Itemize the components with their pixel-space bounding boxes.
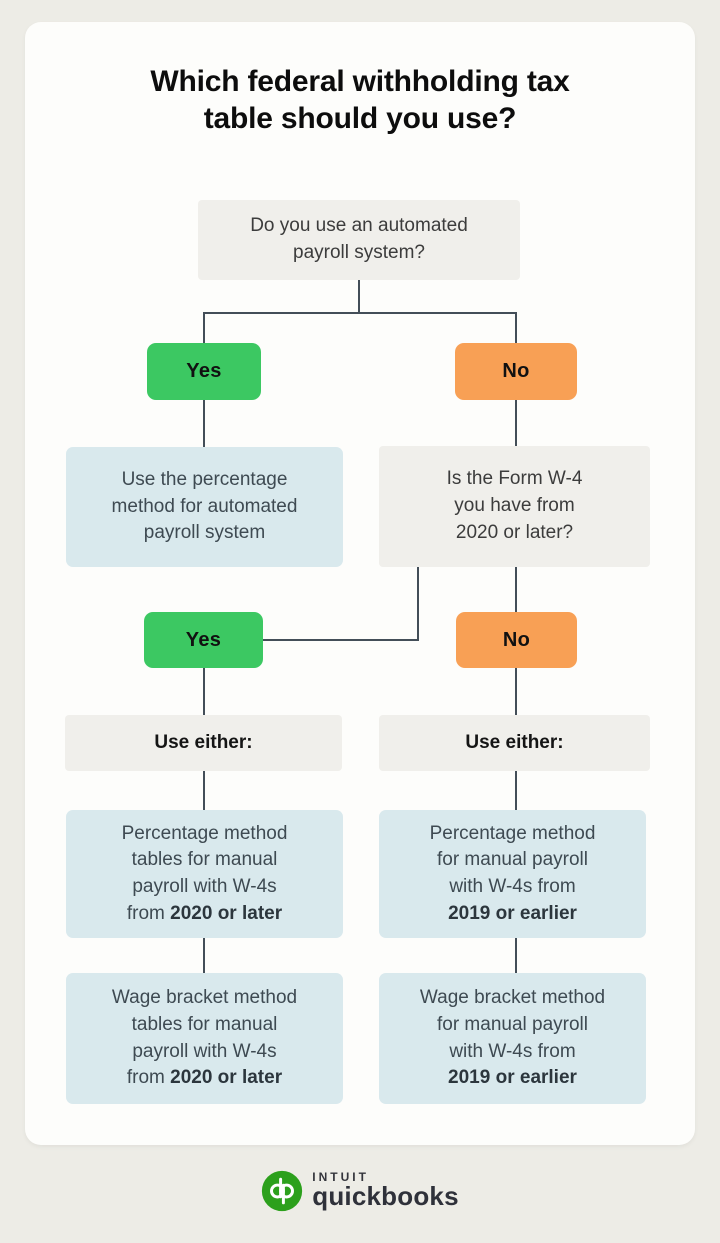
connector-line [515,770,517,810]
result-text: Wage bracket method for manual payroll w… [420,985,605,1091]
text-line: Use the percentage [121,469,288,491]
text-line-bold: 2020 or later [170,1067,283,1089]
result-text: Percentage method tables for manual payr… [122,821,288,927]
result-box-percentage-manual-2020: Percentage method tables for manual payr… [66,810,343,938]
text-line: you have from [454,495,575,517]
text-line: payroll system? [293,242,425,263]
connector-line [203,938,205,973]
connector-line [203,770,205,810]
connector-line [417,567,419,641]
text-line: Wage bracket method [111,987,298,1009]
question-text: Do you use an automated payroll system? [250,213,468,267]
text-line: Percentage method [429,822,596,844]
result-text: Wage bracket method tables for manual pa… [112,985,297,1091]
brand-text: INTUIT quickbooks [312,1171,458,1210]
result-box-wage-bracket-2019: Wage bracket method for manual payroll w… [379,973,646,1104]
connector-line [358,280,360,314]
result-box-percentage-manual-2019: Percentage method for manual payroll wit… [379,810,646,938]
result-box-percentage-automated: Use the percentage method for automated … [66,447,343,567]
brand-intuit: INTUIT [312,1170,369,1185]
text-line: tables for manual [131,1013,278,1035]
connector-line [203,400,205,447]
text-line: Do you use an automated [250,215,468,237]
result-box-wage-bracket-2020: Wage bracket method tables for manual pa… [66,973,343,1104]
connector-line [515,400,517,446]
text-line: for manual payroll [436,849,589,871]
connector-line [515,938,517,973]
text-line: payroll system [143,522,266,544]
no-badge-1: No [455,343,577,400]
page-title: Which federal withholding tax table shou… [150,65,570,135]
text-line: for manual payroll [436,1013,588,1035]
text-line: Wage bracket method [419,987,606,1009]
question-text: Is the Form W-4 you have from 2020 or la… [447,466,583,547]
connector-line [515,668,517,715]
connector-line [262,639,419,641]
text-line: payroll with W-4s [132,876,277,897]
result-text: Use the percentage method for automated … [112,467,298,547]
brand-quickbooks: quickbooks [312,1181,459,1212]
text-line-bold: 2019 or earlier [448,1067,577,1089]
connector-line [203,312,517,314]
no-badge-2: No [456,612,577,668]
question-box-w4-year: Is the Form W-4 you have from 2020 or la… [379,446,650,567]
use-either-label-right: Use either: [379,715,650,771]
connector-line [203,312,205,343]
text-line: method for automated [111,495,298,517]
qb-icon [262,1170,303,1212]
text-line-bold: 2020 or later [170,902,283,924]
text-line: Percentage method [121,822,288,844]
connector-line [203,668,205,715]
result-text: Percentage method for manual payroll wit… [430,821,596,927]
text-line: payroll with W-4s [132,1040,277,1062]
quickbooks-logo: INTUIT quickbooks [0,1170,720,1212]
text-line: Is the Form W-4 [446,468,583,490]
yes-badge-2: Yes [144,612,263,668]
text-line-bold: 2019 or earlier [448,902,577,924]
text-line: from [126,902,171,924]
connector-line [515,312,517,343]
use-either-label-left: Use either: [65,715,342,771]
question-box-automated-payroll: Do you use an automated payroll system? [198,200,520,280]
text-line: 2020 or later? [455,521,574,543]
connector-line [515,567,517,612]
text-line: tables for manual [131,849,278,871]
text-line: with W-4s from [449,1040,576,1062]
yes-badge-1: Yes [147,343,261,400]
text-line: from [126,1067,171,1089]
text-line: with W-4s from [449,876,576,897]
